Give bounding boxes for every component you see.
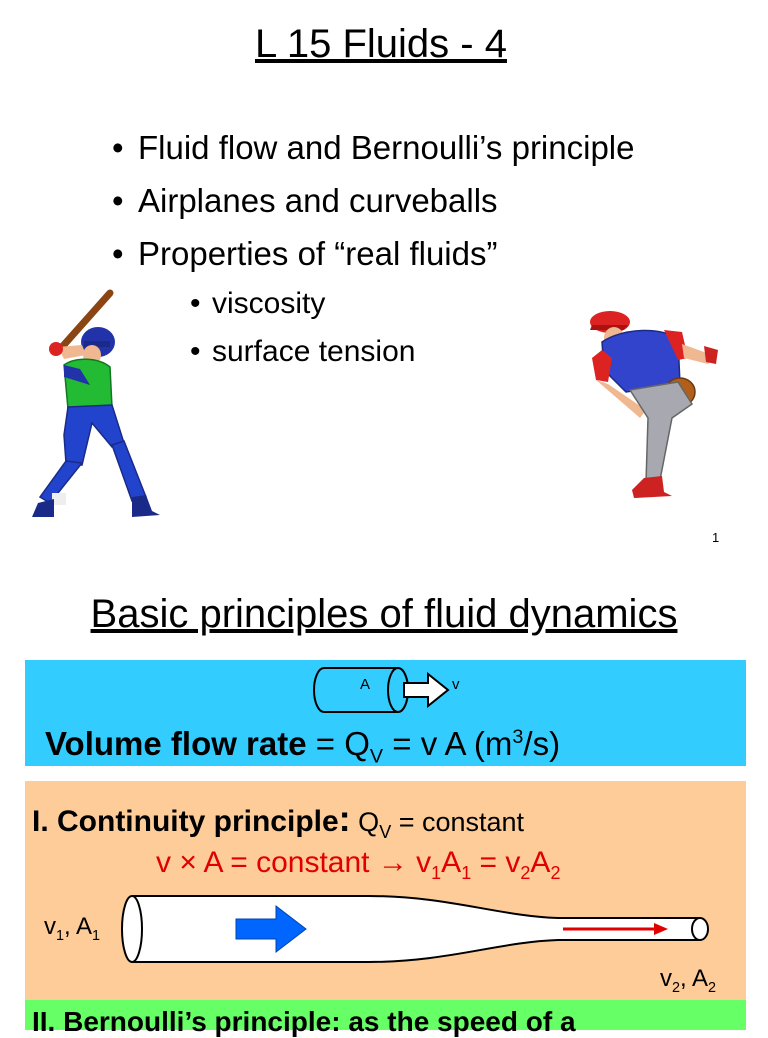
subscript: 1 — [56, 927, 65, 944]
equation-text: A — [530, 846, 551, 879]
slide-title: Basic principles of fluid dynamics — [90, 592, 678, 636]
area-label: A — [360, 676, 371, 693]
bullet-dot: • — [190, 335, 201, 368]
slide-2: Basic principles of fluid dynamics A v V… — [0, 560, 768, 1037]
bullet-text: Properties of “real fluids” — [138, 235, 498, 272]
subscript: V — [369, 745, 384, 768]
continuity-heading: I. Continuity principle — [32, 805, 339, 838]
batter-illustration — [32, 289, 160, 517]
bullet-text: Fluid flow and Bernoulli’s principle — [138, 129, 635, 166]
label-text: , A — [64, 913, 93, 940]
subscript: 1 — [92, 927, 101, 944]
pipe-diagram — [121, 895, 709, 963]
bullet-dot: • — [190, 287, 201, 320]
subscript: 2 — [550, 863, 561, 883]
bernoulli-heading: II. Bernoulli’s principle: as the speed … — [32, 1006, 576, 1037]
superscript: 3 — [512, 726, 524, 748]
equation-text: /s) — [523, 725, 561, 762]
bullet-item: • Properties of “real fluids” — [112, 234, 497, 274]
heading-colon: : — [338, 798, 351, 839]
continuity-heading-line: I. Continuity principle: QV = constant — [32, 800, 524, 851]
label-text: , A — [680, 965, 709, 992]
subscript: 1 — [431, 863, 442, 883]
bullet-dot: • — [112, 129, 124, 166]
sub-bullet-item: • viscosity — [190, 286, 325, 322]
flow-rate-term: Volume flow rate — [45, 725, 307, 762]
sub-bullet-item: • surface tension — [190, 334, 415, 370]
equation-text: = v — [471, 846, 521, 879]
subscript: 2 — [708, 979, 717, 996]
velocity-label: v — [452, 676, 460, 693]
sub-bullet-text: viscosity — [212, 287, 326, 320]
subscript: 1 — [461, 863, 472, 883]
bullet-dot: • — [112, 235, 124, 272]
bullet-dot: • — [112, 182, 124, 219]
outlet-label: v2, A2 — [660, 965, 716, 996]
pitcher-illustration — [590, 311, 718, 498]
equation-text: A — [441, 846, 462, 879]
label-text: v — [44, 913, 56, 940]
bullet-text: Airplanes and curveballs — [138, 182, 498, 219]
continuity-box — [25, 781, 746, 1003]
equation-text: = constant — [391, 807, 525, 837]
subscript: 2 — [672, 979, 681, 996]
label-text: v — [660, 965, 672, 992]
continuity-equation: v × A = constant → v1A1 = v2A2 — [156, 844, 560, 892]
inlet-label: v1, A1 — [44, 913, 100, 944]
equation-text: = Q — [306, 725, 370, 762]
subscript: V — [379, 822, 392, 842]
flow-cylinder-diagram — [313, 667, 450, 713]
sub-bullet-text: surface tension — [212, 335, 416, 368]
equation-text: v × A = constant → v — [156, 846, 432, 879]
slide-title: L 15 Fluids - 4 — [255, 22, 507, 66]
equation-text: Q — [350, 807, 380, 837]
bullet-item: • Airplanes and curveballs — [112, 181, 498, 221]
equation-text: = v A (m — [383, 725, 513, 762]
bullet-item: • Fluid flow and Bernoulli’s principle — [112, 128, 634, 168]
subscript: 2 — [520, 863, 531, 883]
page-number: 1 — [712, 530, 720, 545]
slide-1: L 15 Fluids - 4 • Fluid flow and Bernoull… — [32, 22, 720, 545]
flow-rate-equation: Volume flow rate = QV = v A (m3/s) — [45, 717, 560, 777]
